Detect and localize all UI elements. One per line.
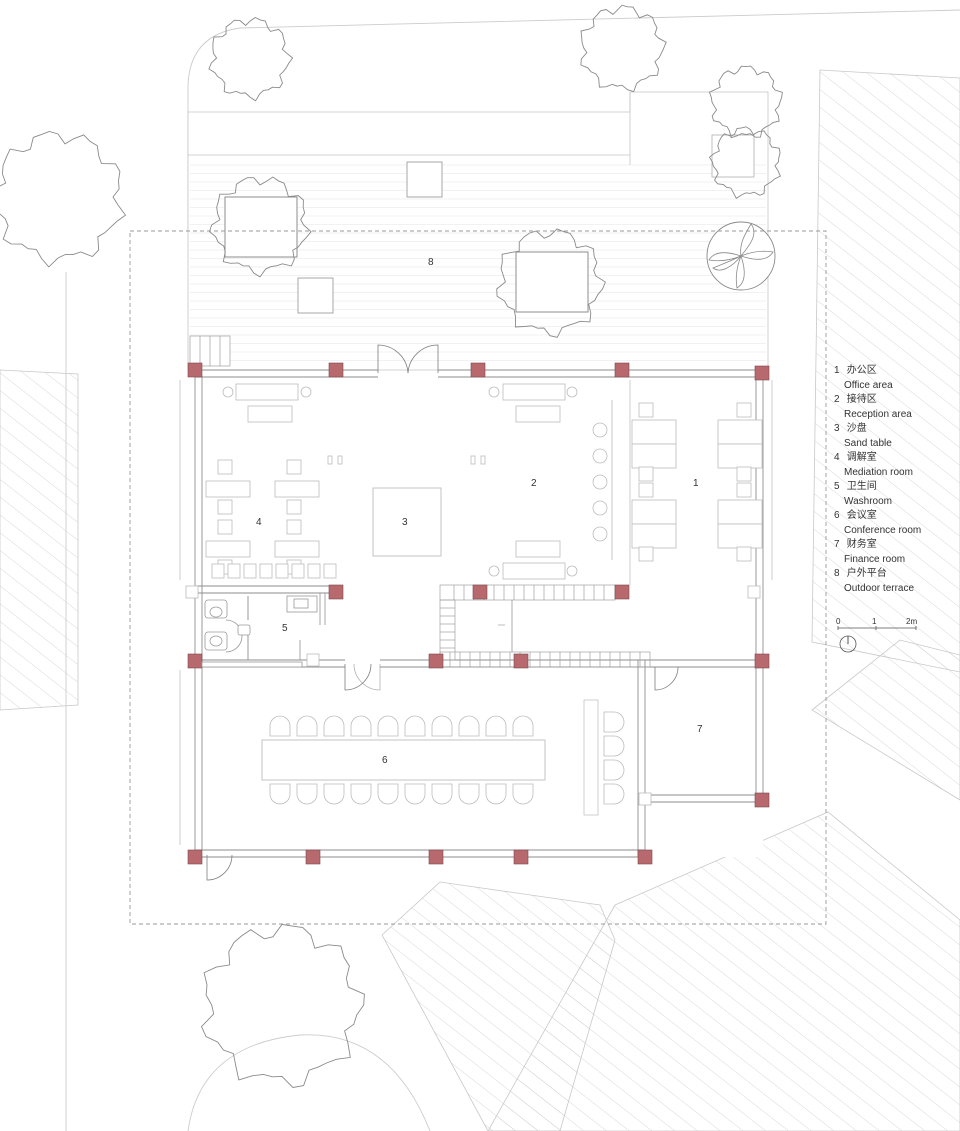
terrace-steps [189, 335, 231, 367]
structural-column [187, 849, 203, 865]
structural-column [614, 584, 630, 600]
legend-name-zh: 办公区 [846, 365, 877, 376]
room-label-3: 3 [402, 517, 408, 528]
conference-table [261, 739, 546, 781]
legend-name-en: Sand table [844, 437, 892, 449]
tree-canopy [708, 65, 783, 139]
scale-bar: 0 1 2m [836, 617, 917, 653]
legend-item-sand-table: 3 沙盘 Sand table [834, 422, 954, 451]
building [179, 344, 773, 881]
tree-canopy [708, 126, 781, 199]
room-label-1: 1 [693, 478, 699, 489]
legend-name-zh: 接待区 [846, 394, 877, 405]
conference-sideboard [583, 699, 599, 816]
structural-column [472, 584, 488, 600]
neighbor-building-bottom-mid [381, 881, 616, 1131]
scale-label-1: 1 [872, 617, 877, 626]
room-legend: 1 办公区 Office area 2 接待区 Reception area 3… [834, 364, 954, 596]
structural-column [328, 362, 344, 378]
north-arrow-icon [839, 635, 857, 653]
room-label-5: 5 [282, 623, 288, 634]
legend-number: 3 [834, 423, 840, 434]
site-boundary-dashed [129, 230, 827, 925]
legend-item-office: 1 办公区 Office area [834, 364, 954, 393]
structural-column [328, 584, 344, 600]
room-label-6: 6 [382, 755, 388, 766]
legend-item-conference: 6 会议室 Conference room [834, 509, 954, 538]
room-label-7: 7 [697, 724, 703, 735]
outdoor-terrace-deck [187, 91, 769, 371]
structural-column [637, 849, 653, 865]
structural-column [614, 362, 630, 378]
structural-column [513, 653, 529, 669]
legend-name-en: Washroom [844, 495, 892, 507]
legend-number: 4 [834, 452, 840, 463]
doors [206, 344, 679, 881]
structural-column [187, 362, 203, 378]
legend-number: 5 [834, 481, 840, 492]
legend-number: 2 [834, 394, 840, 405]
structural-column [754, 365, 770, 381]
neighbor-building-top-right [811, 69, 960, 673]
legend-number: 1 [834, 365, 840, 376]
palm-plant [706, 221, 776, 291]
structural-column [428, 653, 444, 669]
tree-canopy [580, 4, 667, 93]
tree-canopy [208, 176, 312, 278]
legend-name-zh: 财务室 [846, 539, 877, 550]
structural-columns [187, 362, 770, 865]
tree-canopy [208, 16, 294, 102]
structural-column [754, 792, 770, 808]
trees [0, 4, 783, 1088]
room-labels: 1 2 3 4 5 6 7 8 [256, 257, 703, 766]
legend-item-terrace: 8 户外平台 Outdoor terrace [834, 567, 954, 596]
room-label-4: 4 [256, 517, 262, 528]
structural-column [470, 362, 486, 378]
structural-column [187, 653, 203, 669]
room-label-8: 8 [428, 257, 434, 268]
structural-column [305, 849, 321, 865]
legend-name-zh: 调解室 [846, 452, 877, 463]
tree-canopy [0, 131, 127, 268]
legend-item-mediation: 4 调解室 Mediation room [834, 451, 954, 480]
neighbor-building-mid-right [811, 639, 960, 801]
scale-label-0: 0 [836, 617, 841, 626]
tree-canopy [496, 228, 606, 338]
sand-table [372, 487, 442, 557]
legend-item-washroom: 5 卫生间 Washroom [834, 480, 954, 509]
legend-name-en: Mediation room [844, 466, 913, 478]
legend-number: 6 [834, 510, 840, 521]
washroom-fixtures [201, 595, 318, 668]
furniture [185, 383, 763, 806]
legend-name-zh: 户外平台 [846, 568, 887, 579]
legend-name-en: Outdoor terrace [844, 582, 915, 594]
legend-name-zh: 沙盘 [846, 423, 867, 434]
structural-column [513, 849, 529, 865]
scale-label-2m: 2m [906, 617, 917, 626]
structural-column [754, 653, 770, 669]
neighbor-building-left [0, 369, 79, 711]
room-label-2: 2 [531, 478, 537, 489]
legend-name-en: Office area [844, 379, 893, 391]
legend-number: 8 [834, 568, 840, 579]
structural-column [428, 849, 444, 865]
legend-name-en: Conference room [844, 524, 922, 536]
legend-item-reception: 2 接待区 Reception area [834, 393, 954, 422]
legend-number: 7 [834, 539, 840, 550]
neighbor-buildings [0, 69, 960, 1131]
legend-name-en: Finance room [844, 553, 906, 565]
legend-name-zh: 会议室 [846, 510, 877, 521]
legend-item-finance: 7 财务室 Finance room [834, 538, 954, 567]
tree-canopy [200, 923, 365, 1088]
legend-name-zh: 卫生间 [846, 481, 877, 492]
site-lines [65, 9, 960, 1131]
legend-name-en: Reception area [844, 408, 912, 420]
